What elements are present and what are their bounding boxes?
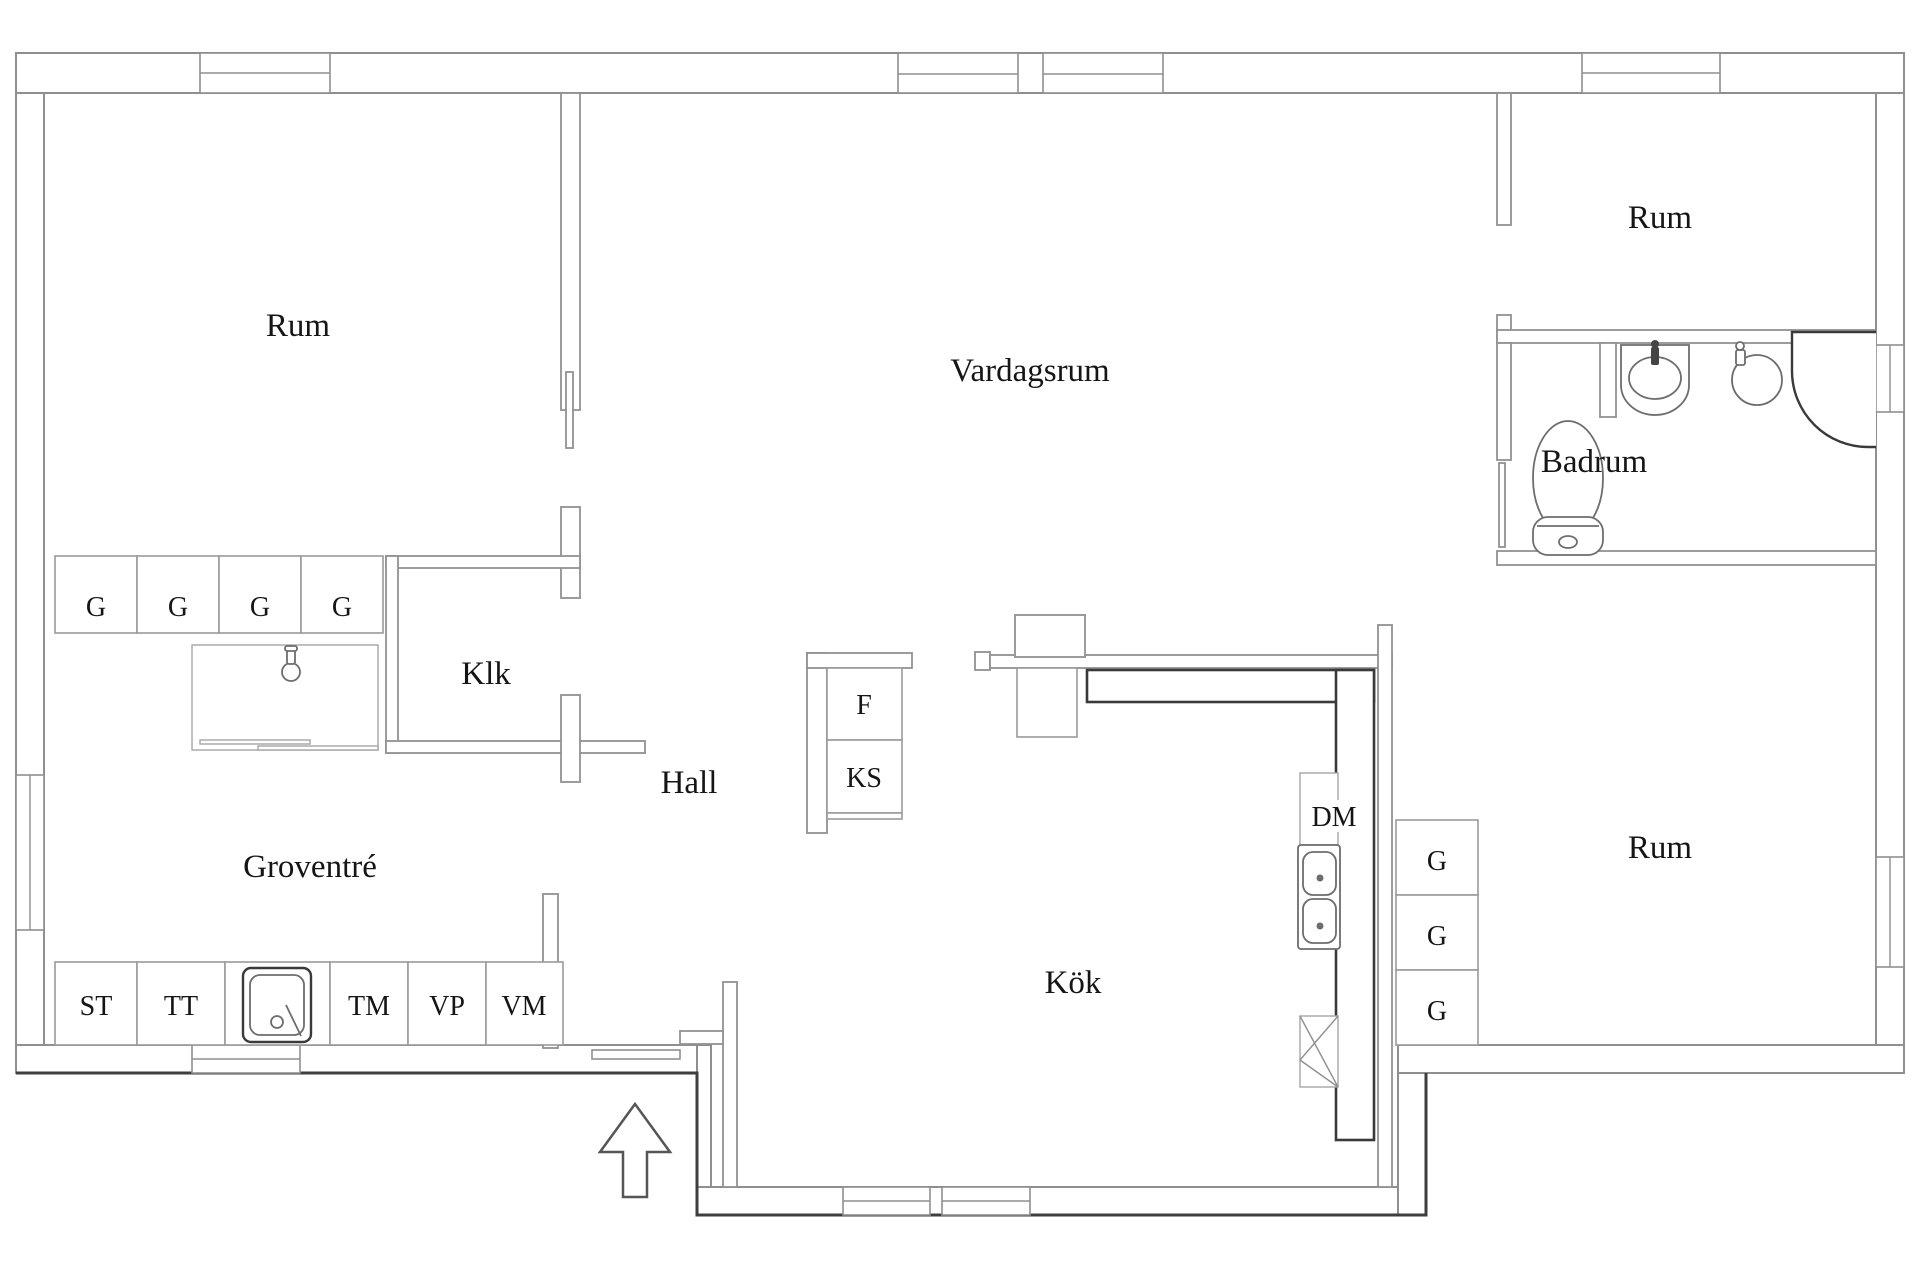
bathroom-basin-oval-icon xyxy=(1620,340,1690,416)
wall-fks-arm xyxy=(806,652,913,669)
cabinet-label-tm: TM xyxy=(348,991,390,1022)
exterior-emphasis-line xyxy=(16,1071,1428,1217)
dm-label-bg xyxy=(1302,800,1366,832)
cabinet-label-tt: TT xyxy=(164,991,198,1022)
kitchen-island xyxy=(1014,614,1086,658)
laundry-sink-icon xyxy=(241,966,313,1044)
stove-icon xyxy=(1299,1015,1339,1088)
room-label-rum-top-right: Rum xyxy=(1628,200,1693,236)
appliance-label-dishwasher: DM xyxy=(1311,802,1356,833)
fridge-freezer-unit xyxy=(826,667,903,820)
toilet-icon xyxy=(1532,420,1604,556)
wall-vestibule-arm xyxy=(679,1030,724,1045)
wall-klk-south xyxy=(385,740,646,754)
window-right-rum xyxy=(1875,856,1905,968)
room-label-kok: Kök xyxy=(1045,965,1102,1001)
shower-door-2 xyxy=(257,745,379,751)
room-label-rum-top-left: Rum xyxy=(266,308,331,344)
wardrobe-label: G xyxy=(1427,921,1447,952)
cabinet-label-vm: VM xyxy=(501,991,546,1022)
wardrobe-row-top-left xyxy=(54,555,384,634)
wall-rum-tl-right xyxy=(560,92,581,411)
wardrobe-label: G xyxy=(332,592,352,623)
wardrobe-label: G xyxy=(1427,846,1447,877)
cabinet-label-st: ST xyxy=(80,991,113,1022)
wardrobe-label: G xyxy=(168,592,188,623)
window-kitchen-2 xyxy=(941,1186,1031,1216)
appliance-label-freezer: KS xyxy=(846,763,882,794)
wardrobe-column-right xyxy=(1395,819,1479,1046)
wall-vestibule xyxy=(722,981,738,1188)
wall-klk-north xyxy=(385,555,581,569)
badrum-fixtures xyxy=(1532,330,1876,556)
kitchen-double-sink-icon xyxy=(1297,844,1341,950)
room-label-badrum: Badrum xyxy=(1541,444,1648,480)
kitchen-counter xyxy=(1085,668,1376,1142)
shower-room xyxy=(191,644,379,751)
cabinet-label-vp: VP xyxy=(429,991,465,1022)
wall-kok-east xyxy=(1377,624,1393,1188)
appliance-label-fridge: F xyxy=(856,690,872,721)
wall-klk-west xyxy=(385,555,399,754)
corner-shower-icon xyxy=(1790,330,1876,449)
kitchen-tall-cabinet xyxy=(1016,667,1078,738)
wardrobe-label: G xyxy=(250,592,270,623)
wall-badrum-west xyxy=(1496,342,1512,461)
window-vardagsrum-1 xyxy=(897,52,1019,94)
wall-vardagsrum-rumtr xyxy=(1496,92,1512,226)
wall-stub-lower xyxy=(560,694,581,783)
wall-stub-upper xyxy=(560,506,581,599)
entrance-arrow-icon xyxy=(597,1101,673,1199)
window-top-right-room xyxy=(1581,52,1721,94)
bathroom-basin-round-icon xyxy=(1731,341,1783,406)
room-label-vardagsrum: Vardagsrum xyxy=(950,353,1110,389)
interior-walls xyxy=(385,92,1877,1188)
window-top-left-room xyxy=(199,52,331,94)
basin-wall-stub xyxy=(1599,342,1617,418)
wardrobe-label: G xyxy=(1427,996,1447,1027)
windows xyxy=(15,52,1905,1216)
window-left-groventre xyxy=(15,774,45,931)
wall-kok-stub xyxy=(974,651,991,671)
window-bottom-left xyxy=(191,1044,301,1074)
shower-head-icon xyxy=(281,645,301,682)
shower-door-1 xyxy=(199,739,311,745)
door-leaf-rum-tl xyxy=(565,371,574,449)
room-label-klk: Klk xyxy=(461,656,511,692)
room-label-groventre: Groventré xyxy=(243,849,377,885)
wall-fks xyxy=(806,652,828,834)
window-right-badrum xyxy=(1875,344,1905,413)
window-vardagsrum-2 xyxy=(1042,52,1164,94)
room-label-hall: Hall xyxy=(661,765,718,801)
door-leaf-badrum xyxy=(1498,462,1506,548)
wardrobe-label: G xyxy=(86,592,106,623)
room-label-rum-bottom-right: Rum xyxy=(1628,830,1693,866)
window-kitchen-1 xyxy=(842,1186,931,1216)
entrance-door xyxy=(591,1049,681,1060)
